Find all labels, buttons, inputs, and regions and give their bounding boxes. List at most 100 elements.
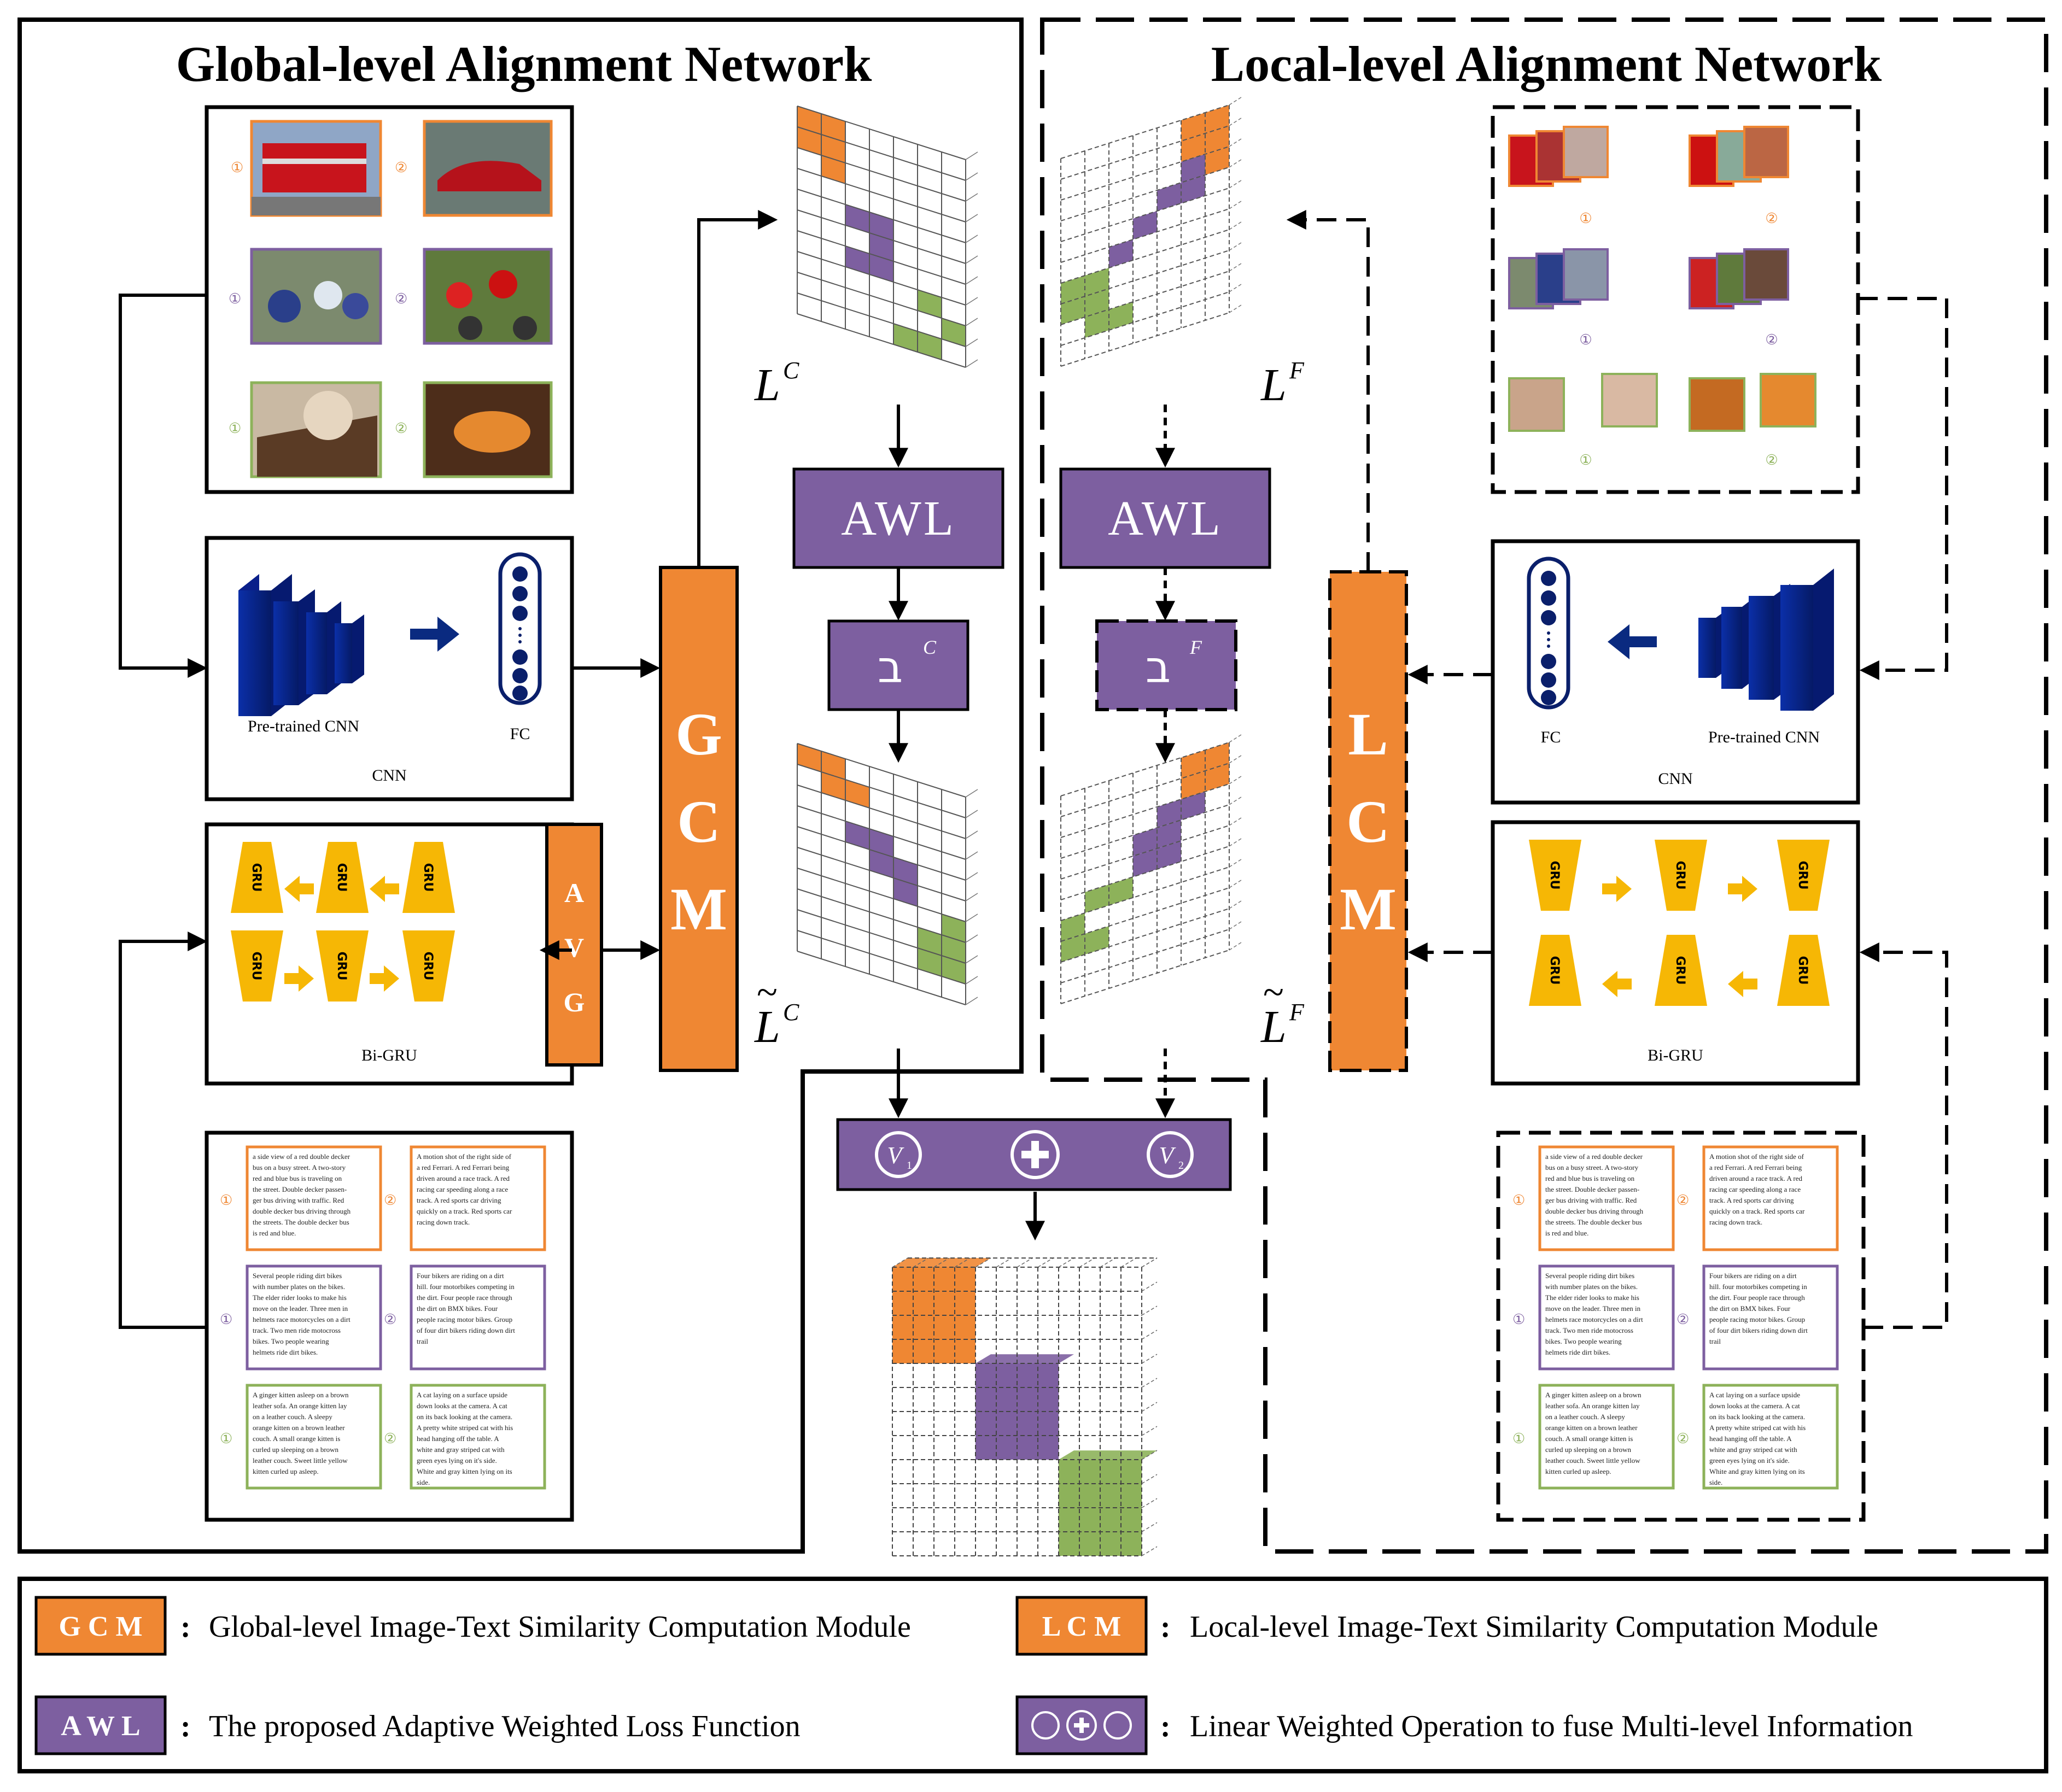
center-arrows <box>889 405 1175 1241</box>
svg-text:M: M <box>1340 876 1397 942</box>
caption-line: helmets race motorcycles on a dirt <box>253 1315 351 1323</box>
caption-marker: ① <box>1512 1192 1525 1209</box>
fc-label: FC <box>510 725 530 743</box>
caption-line: red and blue bus is traveling on <box>253 1174 342 1182</box>
arrow-left-icon <box>1728 971 1757 997</box>
caption-line: head hanging off the table. A <box>417 1434 499 1443</box>
arrow-left-icon <box>370 876 399 902</box>
global-caption-panel: ① a side view of a red double decker bus o… <box>205 1131 574 1522</box>
matrix-lf <box>1060 97 1242 367</box>
gru-unit: GRU <box>231 930 283 1002</box>
caption-line: the street. Double decker passen- <box>1545 1185 1639 1193</box>
caption-line: ger bus driving with traffic. Red <box>1545 1196 1637 1204</box>
gru-unit: GRU <box>1529 935 1581 1006</box>
caption-line: the dirt on BMX bikes. Four <box>417 1304 498 1313</box>
caption-line: double decker bus driving through <box>1545 1207 1644 1215</box>
svg-text:GRU: GRU <box>335 952 348 981</box>
gru-unit: GRU <box>1777 935 1830 1006</box>
caption-line: people racing motor bikes. Group <box>417 1315 512 1323</box>
cnn-label: CNN <box>1658 770 1692 788</box>
caption-line: double decker bus driving through <box>253 1207 351 1215</box>
fusion-bar: V 1 V 2 <box>836 1118 1232 1191</box>
caption-line: curled up sleeping on a brown <box>253 1445 339 1454</box>
svg-text:GRU: GRU <box>1796 956 1809 985</box>
gru-unit: GRU <box>402 842 455 913</box>
svg-text:GRU: GRU <box>1673 956 1687 985</box>
caption-line: racing car speeding along a race <box>417 1185 508 1193</box>
image-marker: ① <box>1579 452 1592 468</box>
caption-line: is red and blue. <box>253 1229 296 1237</box>
gru-unit: GRU <box>231 842 283 913</box>
global-cnn-panel: Pre-trained CNN FC CNN <box>205 536 574 801</box>
caption-line: down looks at the camera. A cat <box>417 1402 507 1410</box>
caption-line: side. <box>1709 1478 1722 1486</box>
caption-marker: ② <box>384 1192 396 1209</box>
legend-lcm: L C M : Local-level Image-Text Similarit… <box>1015 1596 1878 1656</box>
avg-pooling-block: A V G <box>545 823 603 1067</box>
caption-line: a red Ferrari. A red Ferrari being <box>417 1163 510 1172</box>
matrix-lf-label: L <box>1260 360 1287 411</box>
gru-unit: GRU <box>1529 840 1581 911</box>
local-connectors <box>1286 210 1948 1329</box>
svg-text:Linear Weighted Operation to f: Linear Weighted Operation to fuse Multi-… <box>1190 1709 1913 1743</box>
arrow-right-icon <box>1728 876 1757 902</box>
arrow-right-icon <box>410 617 459 652</box>
caption-line: bikes. Two people wearing <box>253 1337 329 1345</box>
caption-line: on its back looking at the camera. <box>417 1413 512 1421</box>
caption-line: with number plates on the bikes. <box>1545 1282 1638 1291</box>
gru-unit: GRU <box>316 930 369 1002</box>
global-title: Global-level Alignment Network <box>176 36 872 92</box>
matrix-lf-tilde <box>1060 734 1242 1004</box>
image-marker: ② <box>1765 332 1778 348</box>
svg-text:A W L: A W L <box>61 1711 141 1742</box>
caption-line: leather sofa. An orange kitten lay <box>253 1402 347 1410</box>
caption-line: head hanging off the table. A <box>1709 1434 1792 1443</box>
caption-line: quickly on a track. Red sports car <box>417 1207 512 1215</box>
cnn-label: CNN <box>372 766 406 784</box>
fc-label: FC <box>1541 728 1561 746</box>
caption-line: The elder rider looks to make his <box>1545 1293 1639 1302</box>
caption-line: hill. four motorbikes competing in <box>1709 1282 1807 1291</box>
caption-line: a red Ferrari. A red Ferrari being <box>1709 1163 1802 1172</box>
svg-text:L C M: L C M <box>1042 1611 1121 1642</box>
caption-line: a side view of a red double decker <box>1545 1152 1643 1161</box>
caption-line: a side view of a red double decker <box>253 1152 351 1161</box>
svg-text:GRU: GRU <box>1547 956 1561 985</box>
caption-line: Four bikers are riding on a dirt <box>1709 1272 1797 1280</box>
caption-line: the dirt on BMX bikes. Four <box>1709 1304 1791 1313</box>
caption-line: orange kitten on a brown leather <box>1545 1424 1638 1432</box>
gru-unit: GRU <box>1655 840 1707 911</box>
svg-text:M: M <box>670 876 727 942</box>
arrow-right-icon <box>284 965 314 992</box>
caption-line: move on the leader. Three men in <box>253 1304 348 1313</box>
caption-line: helmets ride dirt bikes. <box>253 1348 318 1356</box>
caption-marker: ② <box>384 1431 396 1447</box>
v1-icon <box>875 1131 922 1178</box>
svg-text:GRU: GRU <box>421 863 435 892</box>
caption-line: the streets. The double decker bus <box>253 1218 349 1226</box>
gru-unit: GRU <box>1777 840 1830 911</box>
legend-awl: A W L : The proposed Adaptive Weighted L… <box>34 1695 801 1755</box>
caption-line: bus on a busy street. A two-story <box>253 1163 346 1172</box>
caption-line: White and gray kitten lying on its <box>1709 1467 1805 1475</box>
caption-marker: ① <box>220 1192 232 1209</box>
caption-line: trail <box>417 1337 428 1345</box>
caption-line: track. Two men ride motocross <box>1545 1326 1633 1334</box>
matrix-lc-tilde <box>797 743 978 1005</box>
caption-line: leather couch. Sweet little yellow <box>1545 1456 1640 1465</box>
pretrained-cnn-icon <box>238 574 364 716</box>
caption-line: A cat laying on a surface upside <box>417 1391 507 1399</box>
svg-text:1: 1 <box>907 1159 912 1172</box>
caption-line: A pretty white striped cat with his <box>417 1424 513 1432</box>
svg-text:AWL: AWL <box>1108 491 1223 546</box>
caption-line: driven around a race track. A red <box>417 1174 510 1182</box>
caption-line: couch. A small orange kitten is <box>253 1434 340 1443</box>
caption-line: driven around a race track. A red <box>1709 1174 1803 1182</box>
image-marker: ① <box>1579 332 1592 348</box>
caption-line: The elder rider looks to make his <box>253 1293 347 1302</box>
caption-line: red and blue bus is traveling on <box>1545 1174 1635 1182</box>
caption-marker: ② <box>1677 1311 1689 1328</box>
caption-line: with number plates on the bikes. <box>253 1282 345 1291</box>
